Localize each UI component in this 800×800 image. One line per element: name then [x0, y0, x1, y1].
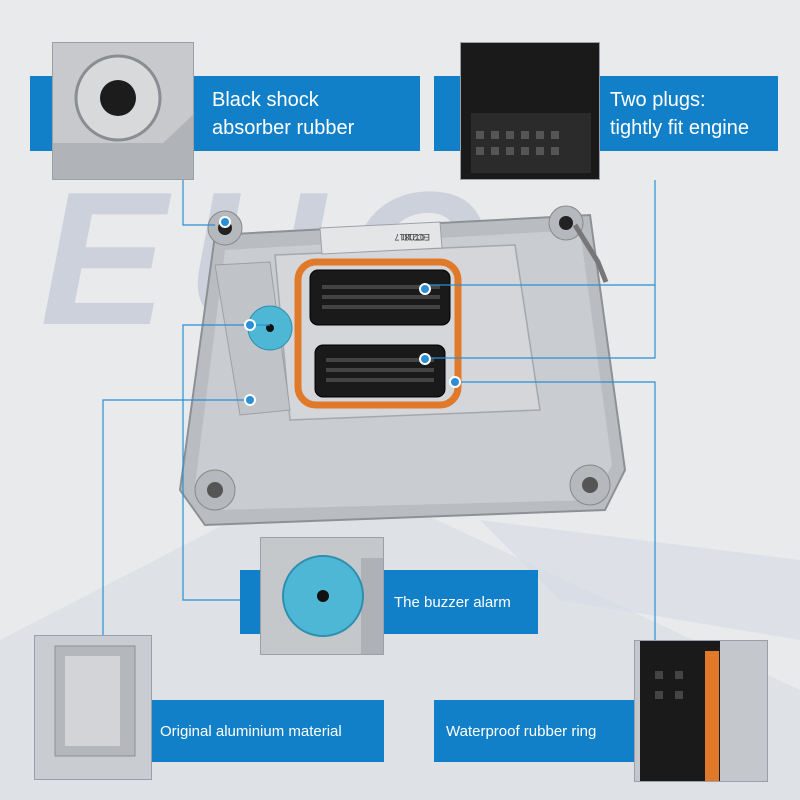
aluminium-text: Original aluminium material — [160, 722, 342, 740]
buzzer-zoom-image — [260, 537, 384, 655]
shock-absorber-text: Black shock absorber rubber — [212, 88, 355, 139]
aluminium-label: Original aluminium material — [152, 700, 384, 762]
plugs-zoom-image — [460, 42, 600, 180]
shock-label-accent — [30, 76, 52, 151]
plugs-label-accent — [434, 76, 460, 151]
shock-absorber-zoom-image — [52, 42, 194, 180]
device-model-marking: EC210 — [402, 232, 430, 242]
plugs-text: Two plugs: tightly fit engine — [610, 88, 749, 139]
plugs-label: Two plugs: tightly fit engine — [600, 76, 778, 151]
rubber-ring-text: Waterproof rubber ring — [446, 722, 597, 740]
aluminium-zoom-image — [34, 635, 152, 780]
shock-absorber-label: Black shock absorber rubber — [194, 76, 420, 151]
rubber-ring-label: Waterproof rubber ring — [434, 700, 634, 762]
device-serial-marking: 0T0817 — [394, 232, 425, 242]
buzzer-text: The buzzer alarm — [394, 593, 511, 611]
rubber-ring-zoom-image — [634, 640, 768, 782]
buzzer-label-accent — [240, 570, 262, 634]
buzzer-label: The buzzer alarm — [384, 570, 538, 634]
